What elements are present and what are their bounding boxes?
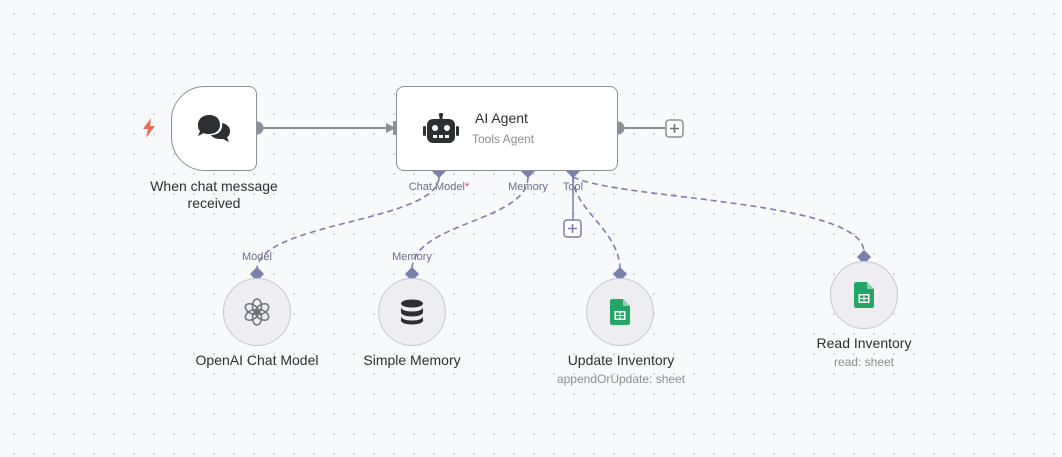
port-label-chat-model-text: Chat Model bbox=[408, 181, 465, 193]
openai-icon bbox=[244, 298, 270, 326]
connection-tool-read[interactable] bbox=[572, 176, 865, 253]
main-connection-arrow bbox=[386, 123, 396, 133]
memory-port-label: Memory bbox=[392, 251, 432, 263]
port-label-tool: Tool bbox=[562, 181, 584, 193]
openai-port[interactable] bbox=[249, 266, 265, 282]
read-inventory-subtitle: read: sheet bbox=[833, 355, 895, 369]
memory-port[interactable] bbox=[404, 266, 420, 282]
chat-trigger-title-line1: When chat message bbox=[150, 178, 278, 194]
port-label-memory: Memory bbox=[508, 181, 548, 193]
simple-memory-title: Simple Memory bbox=[363, 352, 461, 368]
openai-port-label: Model bbox=[242, 251, 272, 263]
google-sheets-icon bbox=[610, 299, 630, 325]
port-label-chat-model: Chat Model* bbox=[409, 181, 470, 193]
simple-memory-node[interactable] bbox=[378, 278, 446, 346]
add-tool-button[interactable] bbox=[563, 219, 582, 238]
update-inventory-node[interactable] bbox=[586, 278, 654, 346]
ai-agent-subtitle: Tools Agent bbox=[472, 132, 535, 146]
connection-tool-update[interactable] bbox=[572, 176, 621, 271]
add-node-button[interactable] bbox=[665, 119, 684, 138]
connection-memory[interactable] bbox=[411, 176, 529, 271]
read-inventory-port[interactable] bbox=[856, 249, 872, 265]
plus-icon bbox=[568, 224, 577, 233]
robot-icon bbox=[423, 112, 459, 150]
chat-icon bbox=[195, 114, 233, 149]
chat-trigger-title-line2: received bbox=[187, 195, 241, 211]
openai-chat-model-title: OpenAI Chat Model bbox=[195, 352, 319, 368]
connection-chat-model[interactable] bbox=[256, 176, 440, 271]
update-inventory-subtitle: appendOrUpdate: sheet bbox=[556, 372, 686, 386]
chat-trigger-title: When chat message received bbox=[150, 178, 278, 212]
required-marker: * bbox=[464, 181, 470, 193]
google-sheets-icon bbox=[854, 282, 874, 308]
read-inventory-title: Read Inventory bbox=[816, 335, 912, 351]
update-inventory-title: Update Inventory bbox=[567, 352, 675, 368]
database-icon bbox=[401, 299, 423, 325]
ai-agent-title: AI Agent bbox=[475, 110, 528, 126]
update-inventory-port[interactable] bbox=[612, 266, 628, 282]
plus-icon bbox=[670, 124, 679, 133]
lightning-icon bbox=[142, 118, 156, 143]
read-inventory-node[interactable] bbox=[830, 261, 898, 329]
openai-chat-model-node[interactable] bbox=[223, 278, 291, 346]
